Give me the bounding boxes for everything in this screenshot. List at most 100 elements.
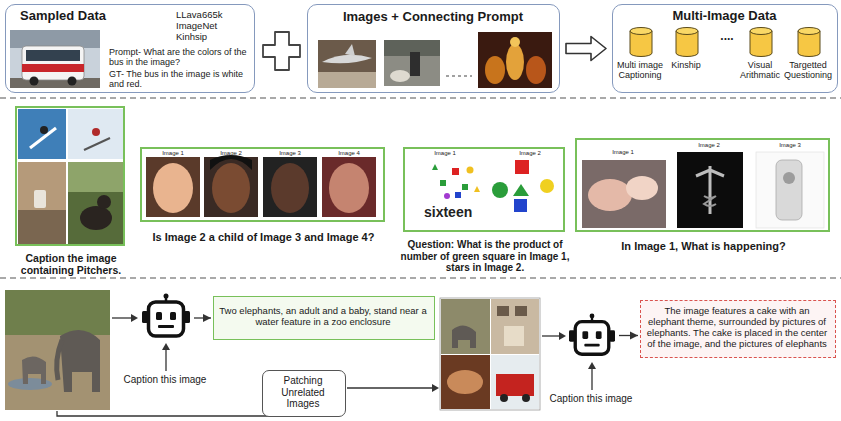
- section-title: Multi-Image Data: [613, 9, 836, 24]
- object-photos: [776, 160, 802, 220]
- band-divider: [0, 277, 841, 278]
- robot-mouth: [584, 344, 599, 347]
- robot-eye: [156, 312, 162, 320]
- dog-photo: [410, 52, 420, 76]
- ellipsis-line: [446, 75, 472, 76]
- sports-kitchen-photos: [34, 190, 46, 208]
- patched-image: [440, 298, 540, 410]
- shark-photo: [318, 72, 376, 88]
- elephant-photo: [22, 356, 46, 384]
- robot-eye: [596, 331, 602, 339]
- flow-arrow: [112, 317, 133, 318]
- patched-image: [491, 299, 539, 354]
- flow-arrow: [591, 367, 592, 390]
- dataset-cylinder: Kinship: [675, 27, 699, 57]
- shape-counting-images: [444, 193, 450, 199]
- patched-image: [441, 355, 490, 409]
- cylinder-outline: [797, 27, 821, 57]
- figurines-photo: [526, 56, 546, 84]
- sports-kitchen-photos: [80, 206, 112, 230]
- sports-kitchen-photos: [18, 109, 66, 159]
- robot-head: [149, 302, 184, 336]
- shape-counting-images: [462, 184, 468, 190]
- robot-outline: [140, 293, 192, 341]
- face-photos: [271, 163, 309, 213]
- plus-symbol: [263, 32, 300, 70]
- robot-icon: Caption this image: [140, 293, 192, 341]
- shape-counting-images: [452, 168, 459, 175]
- face-photos: [210, 155, 252, 170]
- face-photos: [329, 163, 369, 213]
- dataset-label: Targetted Questioning: [781, 60, 835, 81]
- bus-photo: [10, 30, 100, 88]
- block-arrow: [566, 37, 606, 61]
- sports-kitchen-photos: [68, 162, 123, 192]
- dataset-cylinder: Visual Arithmatic: [749, 27, 773, 57]
- dog-photo: [390, 70, 410, 82]
- ellipsis-line: [446, 76, 472, 77]
- prompt-text: Prompt- What are the colors of the bus i…: [109, 47, 251, 68]
- shape-counting-images: [540, 179, 554, 193]
- example-question: Question: What is the product of number …: [394, 239, 576, 274]
- object-photos: [783, 172, 795, 184]
- flow-arrow: [432, 384, 439, 392]
- face-photos: [212, 163, 250, 213]
- sports-kitchen-photos: [18, 109, 123, 244]
- caption-box: The image features a cake with an elepha…: [640, 300, 836, 358]
- image-tag: Image 1: [608, 149, 638, 156]
- object-photos: [677, 152, 743, 228]
- section-title: Images + Connecting Prompt: [308, 10, 558, 25]
- elephant-photo: [60, 330, 100, 392]
- object-photos: [588, 179, 632, 211]
- shape-counting-images: [513, 184, 529, 196]
- face-photos: [146, 155, 376, 217]
- patched-image: [504, 326, 524, 346]
- cylinder-top: [630, 28, 652, 35]
- shark-photo: [345, 44, 355, 56]
- flow-arrow: [131, 314, 138, 322]
- robot-eye: [170, 312, 176, 320]
- object-photos: [626, 176, 658, 200]
- object-photos: [582, 160, 666, 228]
- image-tag: Image 2: [216, 150, 246, 157]
- object-photos: [696, 166, 724, 214]
- example-question: In Image 1, What is happening?: [574, 240, 834, 253]
- object-photos: [704, 196, 716, 206]
- elephant-photo: [5, 290, 110, 410]
- image-tag: Image 1: [430, 150, 460, 157]
- caption-text: Two elephants, an adult and a baby, stan…: [219, 306, 427, 328]
- patched-image: [497, 306, 509, 316]
- flow-arrow: [165, 348, 166, 371]
- plus-symbol: [263, 32, 300, 70]
- robot-icon: Caption this image: [567, 313, 617, 359]
- image-tag: Image 2: [515, 150, 545, 157]
- dog-photo: [384, 40, 440, 86]
- dataset-label: Visual Arithmatic: [733, 60, 787, 81]
- example-panel: Caption the image containing Pitchers.: [15, 106, 125, 246]
- process-box: Patching Unrelated Images: [262, 370, 346, 417]
- figurines-photo: [478, 32, 552, 88]
- sports-kitchen-photos: [68, 162, 123, 244]
- shark-photo: [318, 40, 376, 88]
- dataset-cylinder: Multi image Captioning: [629, 27, 653, 57]
- cylinder-outline: [749, 27, 773, 57]
- bus-photo: [22, 64, 84, 72]
- dataset-label: Multi image Captioning: [613, 60, 667, 81]
- shape-counting-images: [467, 167, 474, 174]
- shark-photo: [318, 40, 376, 88]
- patched-image: [522, 394, 530, 402]
- flow-arrow: [559, 332, 566, 340]
- image-tag: Image 2: [694, 142, 724, 149]
- shape-counting-images: [492, 182, 508, 198]
- robot-outline: [567, 313, 617, 359]
- image-tag: Image 4: [334, 150, 364, 157]
- sports-kitchen-photos: [97, 195, 111, 209]
- face-photos: [263, 157, 317, 217]
- patched-image: [500, 394, 508, 402]
- figurines-photo: [478, 32, 552, 88]
- elephant-photo: [5, 290, 110, 410]
- bus-photo: [26, 50, 80, 61]
- face-photos: [153, 163, 193, 213]
- flow-arrow: [542, 335, 560, 336]
